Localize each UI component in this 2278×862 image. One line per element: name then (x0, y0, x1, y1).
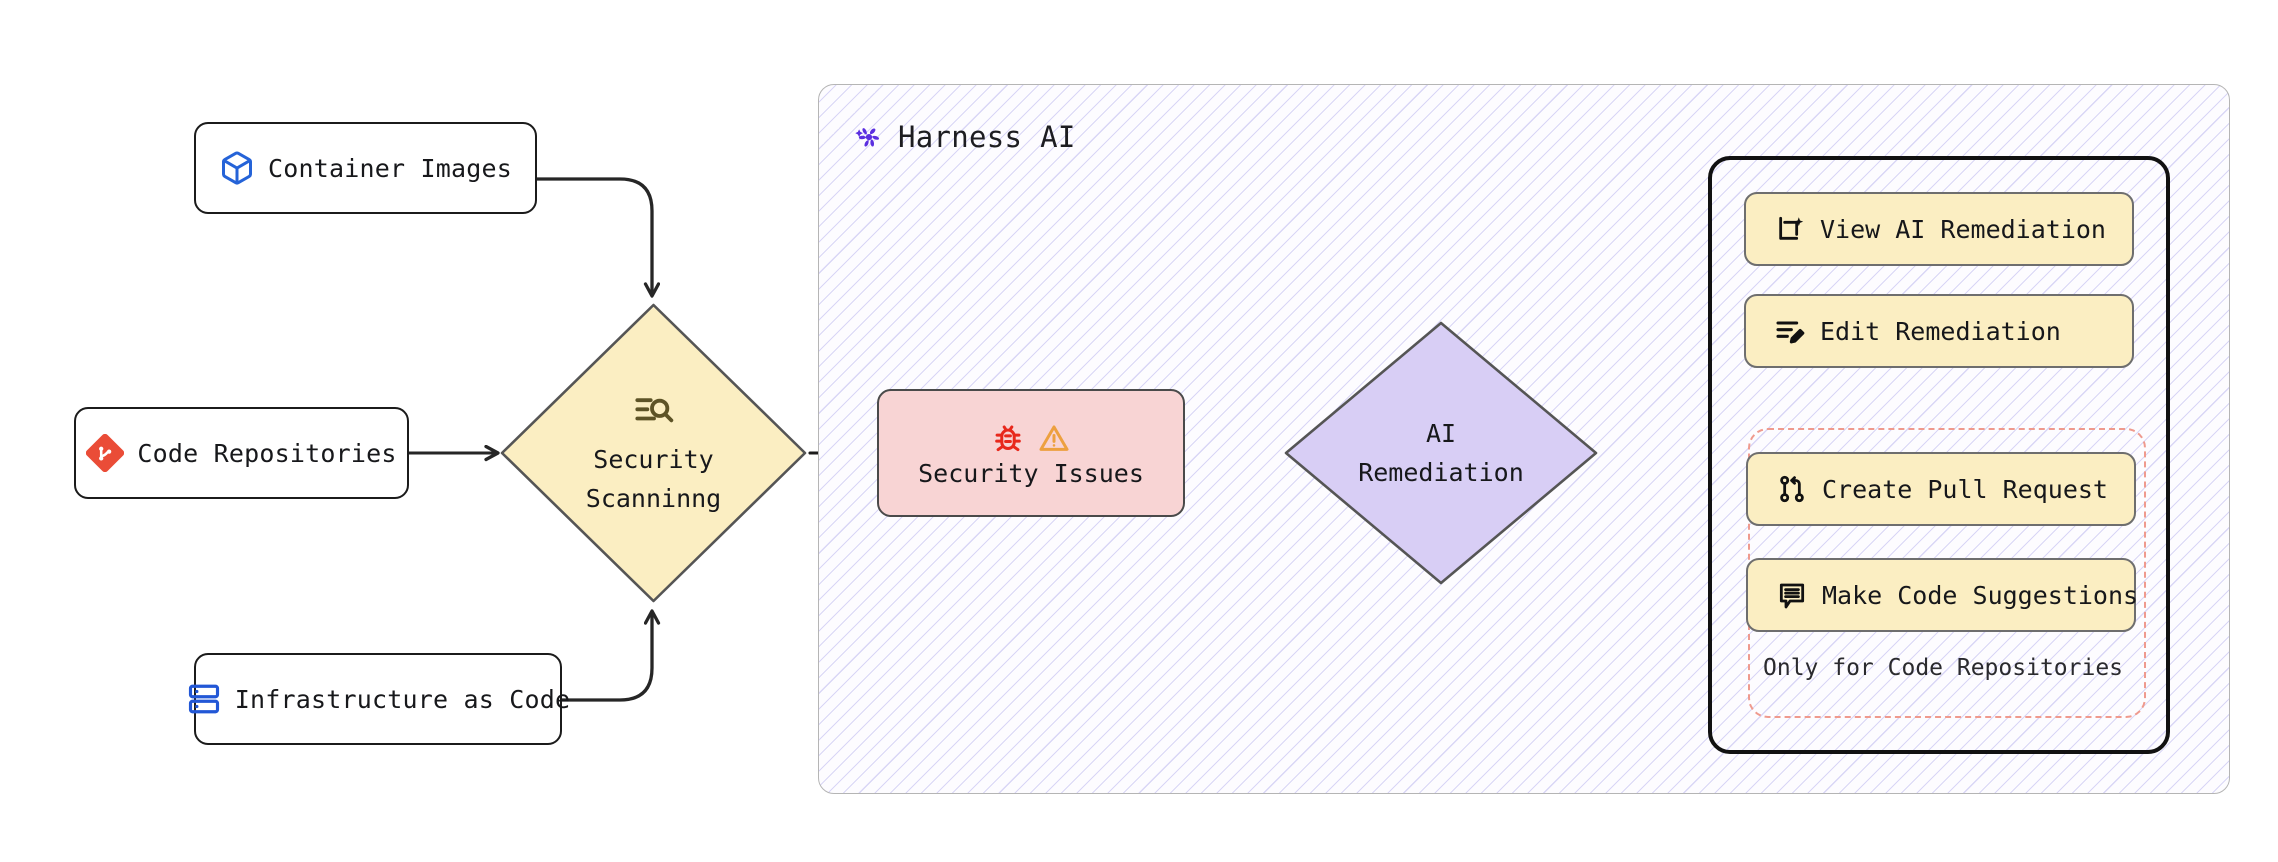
cube-icon (219, 150, 255, 186)
code-repo-only-caption: Only for Code Repositories (1763, 655, 2124, 681)
lines-pencil-icon (1774, 315, 1806, 347)
warning-triangle-icon (1037, 421, 1071, 455)
edit-remediation-label: Edit Remediation (1820, 316, 2061, 346)
node-infrastructure-as-code[interactable]: Infrastructure as Code (188, 653, 570, 745)
code-repositories-label: Code Repositories (137, 438, 397, 468)
harness-pinwheel-icon (852, 120, 886, 154)
create-pull-request-label: Create Pull Request (1822, 474, 2108, 504)
node-ai-remediation[interactable]: AI Remediation (1281, 318, 1601, 588)
view-ai-remediation-button[interactable]: View AI Remediation (1744, 192, 2134, 266)
ai-remediation-diamond-shape (1284, 321, 1598, 585)
view-ai-remediation-label: View AI Remediation (1820, 214, 2106, 244)
ai-actions-panel: View AI Remediation Edit Remediation (1708, 156, 2170, 754)
harness-ai-label: Harness AI (898, 119, 1076, 154)
edit-remediation-button[interactable]: Edit Remediation (1744, 294, 2134, 368)
make-code-suggestions-button[interactable]: Make Code Suggestions (1746, 558, 2139, 632)
harness-ai-title: Harness AI (852, 120, 1076, 154)
edge-iac-to-scanning (560, 612, 652, 702)
edge-container-images-to-scanning (535, 177, 652, 295)
security-issues-label: Security Issues (918, 458, 1144, 488)
ai-sparkle-square-icon (1774, 213, 1806, 245)
node-code-repositories[interactable]: Code Repositories (74, 407, 409, 499)
security-issues-icon-row (991, 421, 1071, 455)
node-security-scanning[interactable]: Security Scanninng (497, 300, 810, 606)
create-pull-request-button[interactable]: Create Pull Request (1746, 452, 2136, 526)
node-container-images[interactable]: Container Images (194, 122, 537, 214)
git-repository-icon (86, 434, 125, 472)
bug-icon (991, 421, 1025, 455)
infrastructure-as-code-label: Infrastructure as Code (234, 684, 571, 714)
git-pull-request-icon (1776, 473, 1808, 505)
node-security-issues[interactable]: Security Issues (877, 389, 1185, 517)
container-images-label: Container Images (267, 153, 513, 183)
server-stack-icon (186, 681, 222, 717)
security-scanning-diamond-shape (500, 303, 807, 603)
make-code-suggestions-label: Make Code Suggestions (1822, 580, 2139, 610)
comment-lines-icon (1776, 579, 1808, 611)
